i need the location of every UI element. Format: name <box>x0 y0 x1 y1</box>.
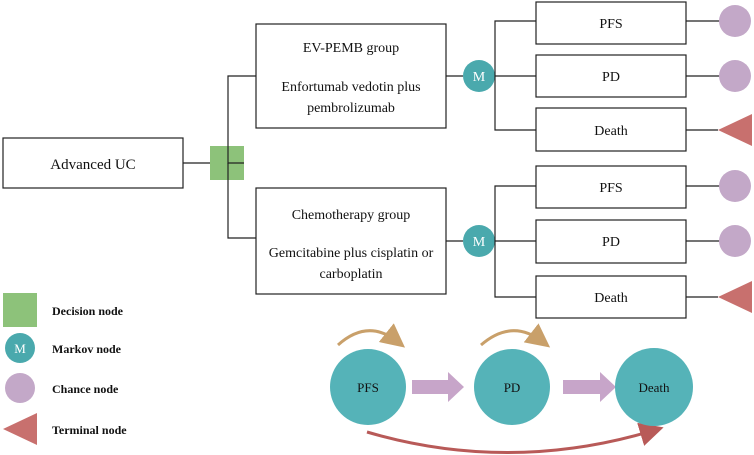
group-line1: Gemcitabine plus cisplatin or <box>269 246 434 261</box>
legend-label: Terminal node <box>52 423 127 437</box>
legend-terminal-symbol <box>3 413 37 445</box>
group-box-chemotherapy <box>255 187 447 295</box>
self-loop-arrow <box>336 323 406 348</box>
terminal-node <box>718 114 752 146</box>
transition-arrow <box>563 372 616 402</box>
state-label: Death <box>594 291 627 306</box>
legend-label: Chance node <box>52 382 119 396</box>
chance-node <box>719 5 751 37</box>
death-return-arrow <box>366 422 664 454</box>
state-label: PFS <box>599 17 622 32</box>
markov-node <box>463 225 495 257</box>
transition-state-label: Death <box>638 380 670 395</box>
legend-decision-symbol <box>3 293 37 327</box>
transition-state-label: PD <box>504 380 521 395</box>
group-line2: pembrolizumab <box>307 101 395 116</box>
transition-arrow <box>412 372 464 402</box>
chance-node <box>719 225 751 257</box>
transition-state-death <box>615 348 693 426</box>
state-box-pfs <box>535 1 687 45</box>
group-line2: carboplatin <box>320 267 383 282</box>
self-loop-arrow <box>480 323 551 348</box>
state-box-pd <box>535 219 687 264</box>
transition-state-label: PFS <box>357 380 379 395</box>
state-label: PD <box>602 235 620 250</box>
group-box-ev-pemb <box>255 23 447 129</box>
markov-symbol: M <box>473 235 486 250</box>
state-label: PFS <box>599 181 622 196</box>
legend-markov-symbol <box>5 333 35 363</box>
group-line1: Enfortumab vedotin plus <box>281 80 420 95</box>
markov-node <box>463 60 495 92</box>
legend-label: Decision node <box>52 304 124 318</box>
root-label: Advanced UC <box>50 157 135 173</box>
markov-symbol: M <box>473 70 486 85</box>
state-box-pfs <box>535 165 687 209</box>
transition-state-pd <box>474 349 550 425</box>
root-box <box>2 137 184 189</box>
group-title: Chemotherapy group <box>292 208 411 223</box>
group-title: EV-PEMB group <box>303 41 399 56</box>
chance-node <box>719 60 751 92</box>
state-box-pd <box>535 54 687 98</box>
state-label: PD <box>602 70 620 85</box>
legend-label: Markov node <box>52 342 122 356</box>
transition-state-pfs <box>330 349 406 425</box>
markov-symbol: M <box>14 341 26 356</box>
terminal-node <box>718 281 752 313</box>
chance-node <box>719 170 751 202</box>
legend-chance-symbol <box>5 373 35 403</box>
state-label: Death <box>594 124 627 139</box>
